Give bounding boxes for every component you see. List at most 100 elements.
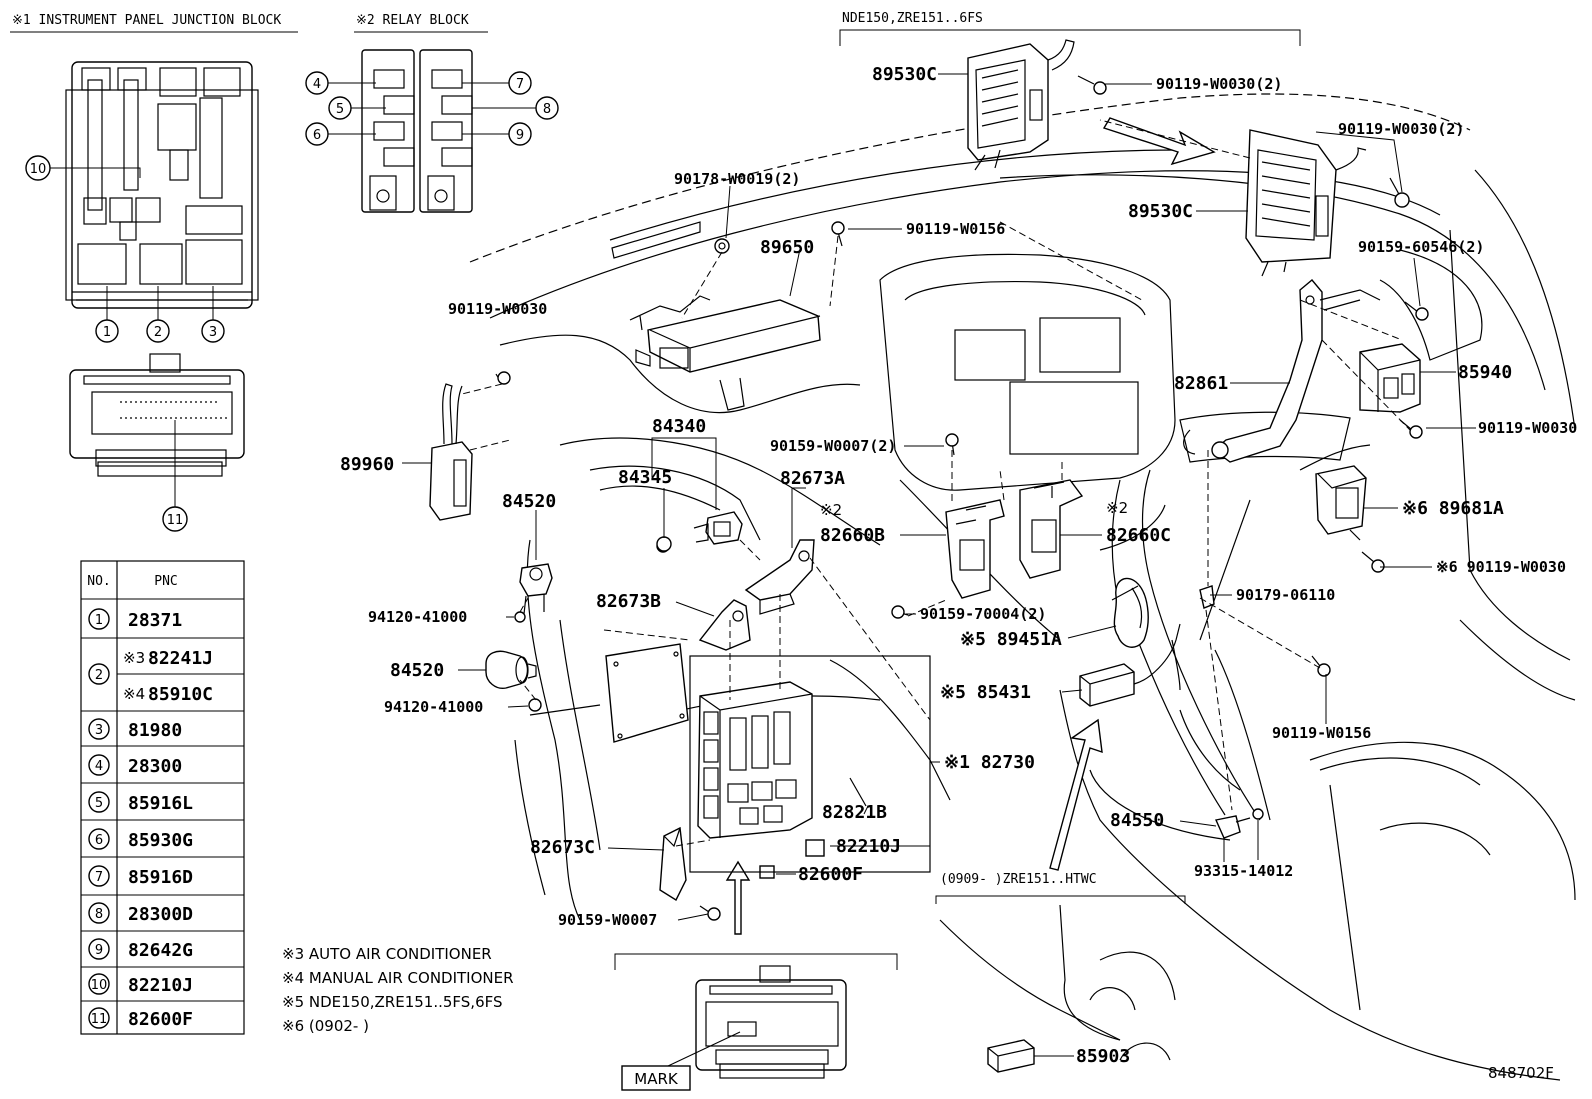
label-82861: 82861 <box>1174 373 1228 394</box>
table-row-no: 9 <box>95 943 103 958</box>
table-row-pnc: 85916L <box>128 793 193 814</box>
table-row-note: ※4 <box>123 685 145 703</box>
part-85903 <box>987 1039 1035 1073</box>
table-row-no: 1 <box>95 613 103 628</box>
part-82673a <box>744 539 815 615</box>
label-85903: 85903 <box>1076 1046 1130 1067</box>
callout-10: 10 <box>30 162 47 177</box>
part-82861 <box>1211 279 1381 463</box>
table-row-no: 7 <box>95 870 103 885</box>
label-90119-w0030-e: ※6 90119-W0030 <box>1436 558 1566 576</box>
label-94120-41000-a: 94120-41000 <box>368 608 467 626</box>
table-row-pnc: 28371 <box>128 610 182 631</box>
table-row-no: 3 <box>95 723 103 738</box>
label-90178-w0019: 90178-W0019(2) <box>674 170 800 188</box>
label-82660c: 82660C <box>1106 525 1171 546</box>
part-89530c-right <box>1245 129 1367 277</box>
label-90119-w0156-a: 90119-W0156 <box>906 220 1005 238</box>
variant-bottom-header: (0909- )ZRE151..HTWC <box>940 872 1097 887</box>
table-row-no: 6 <box>95 833 103 848</box>
part-84340 <box>656 511 743 552</box>
table-col-pnc: PNC <box>154 574 177 589</box>
label-90159-w0007-a: 90159-W0007(2) <box>770 437 896 455</box>
note-4: ※4 MANUAL AIR CONDITIONER <box>282 969 514 987</box>
callout-7: 7 <box>516 77 524 92</box>
label-89530c-a: 89530C <box>872 64 937 85</box>
label-89960: 89960 <box>340 454 394 475</box>
table-row-no: 2 <box>95 668 103 683</box>
label-82210j: 82210J <box>836 836 901 857</box>
callout-2: 2 <box>154 325 162 340</box>
mark-label: MARK <box>634 1070 679 1088</box>
direction-arrows <box>725 117 1216 935</box>
label-82660b: 82660B <box>820 525 885 546</box>
part-89681a <box>1315 465 1367 541</box>
label-89451a: ※5 89451A <box>960 629 1062 650</box>
note-5: ※5 NDE150,ZRE151..5FS,6FS <box>282 993 503 1011</box>
table-row-pnc: 82600F <box>128 1009 193 1030</box>
part-84550 <box>1215 815 1251 839</box>
label-82673c: 82673C <box>530 837 595 858</box>
junction-block-header: ※1 INSTRUMENT PANEL JUNCTION BLOCK <box>12 13 281 28</box>
pnc-table: NO. PNC 1 28371 2 ※3 82241J ※4 85910C 3 … <box>80 560 245 1035</box>
label-90119-w0030-b: 90119-W0030(2) <box>1338 120 1464 138</box>
part-85431 <box>1079 623 1181 707</box>
part-89650 <box>629 295 821 411</box>
part-82673c <box>659 826 687 902</box>
callout-5: 5 <box>336 102 344 117</box>
variant-top-header: NDE150,ZRE151..6FS <box>842 11 983 26</box>
label-82673b: 82673B <box>596 591 661 612</box>
table-row-no: 10 <box>91 978 108 993</box>
label-90159-70004: 90159-70004(2) <box>920 605 1046 623</box>
part-89530c-top <box>967 39 1075 171</box>
leader-lines <box>402 73 1476 1057</box>
junction-block-drawing <box>65 61 259 309</box>
table-col-no: NO. <box>87 574 110 589</box>
relay-block-drawing <box>361 49 473 213</box>
part-89960 <box>429 383 473 521</box>
table-row-no: 11 <box>91 1012 108 1027</box>
label-84550: 84550 <box>1110 810 1164 831</box>
note-6: ※6 (0902- ) <box>282 1017 369 1035</box>
note-3: ※3 AUTO AIR CONDITIONER <box>282 945 492 963</box>
part-82673b <box>698 599 751 651</box>
footnotes: ※3 AUTO AIR CONDITIONER ※4 MANUAL AIR CO… <box>282 945 514 1035</box>
callout-3: 3 <box>209 325 217 340</box>
label-90119-w0030-c: 90119-W0030 <box>448 300 547 318</box>
bolts <box>495 75 1429 921</box>
label-85431: ※5 85431 <box>940 682 1031 703</box>
label-90179-06110: 90179-06110 <box>1236 586 1335 604</box>
label-82673a: 82673A <box>780 468 845 489</box>
part-90179-06110 <box>1199 585 1215 609</box>
callout-11: 11 <box>167 513 184 528</box>
label-89530c-b: 89530C <box>1128 201 1193 222</box>
table-row-pnc: 85930G <box>128 830 193 851</box>
label-90159-60546: 90159-60546(2) <box>1358 238 1484 256</box>
table-row-note: ※3 <box>123 649 145 667</box>
mark-2-a: ※2 <box>820 501 842 519</box>
mark-2-b: ※2 <box>1106 499 1128 517</box>
table-row-pnc: 82642G <box>128 940 193 961</box>
label-90119-w0156-b: 90119-W0156 <box>1272 724 1371 742</box>
label-82730: ※1 82730 <box>944 752 1035 773</box>
label-85940: 85940 <box>1458 362 1512 383</box>
callout-1: 1 <box>103 325 111 340</box>
label-84520-b: 84520 <box>390 660 444 681</box>
label-84340: 84340 <box>652 416 706 437</box>
part-82730-bottom-view: MARK <box>614 953 898 1091</box>
diagram-reference: 848702F <box>1488 1064 1554 1082</box>
table-row-pnc: 85916D <box>128 867 193 888</box>
callout-8: 8 <box>543 102 551 117</box>
table-row-no: 8 <box>95 907 103 922</box>
table-row-pnc: 85910C <box>148 684 213 705</box>
mark-box <box>621 1065 691 1091</box>
table-row-no: 4 <box>95 759 103 774</box>
part-84520-a <box>519 563 553 615</box>
assembly-lines <box>461 119 1411 847</box>
relay-block-header: ※2 RELAY BLOCK <box>356 13 469 28</box>
part-82730 <box>605 643 931 879</box>
table-row-pnc: 82241J <box>148 648 213 669</box>
table-row-pnc: 28300 <box>128 756 182 777</box>
table-row-pnc: 28300D <box>128 904 193 925</box>
